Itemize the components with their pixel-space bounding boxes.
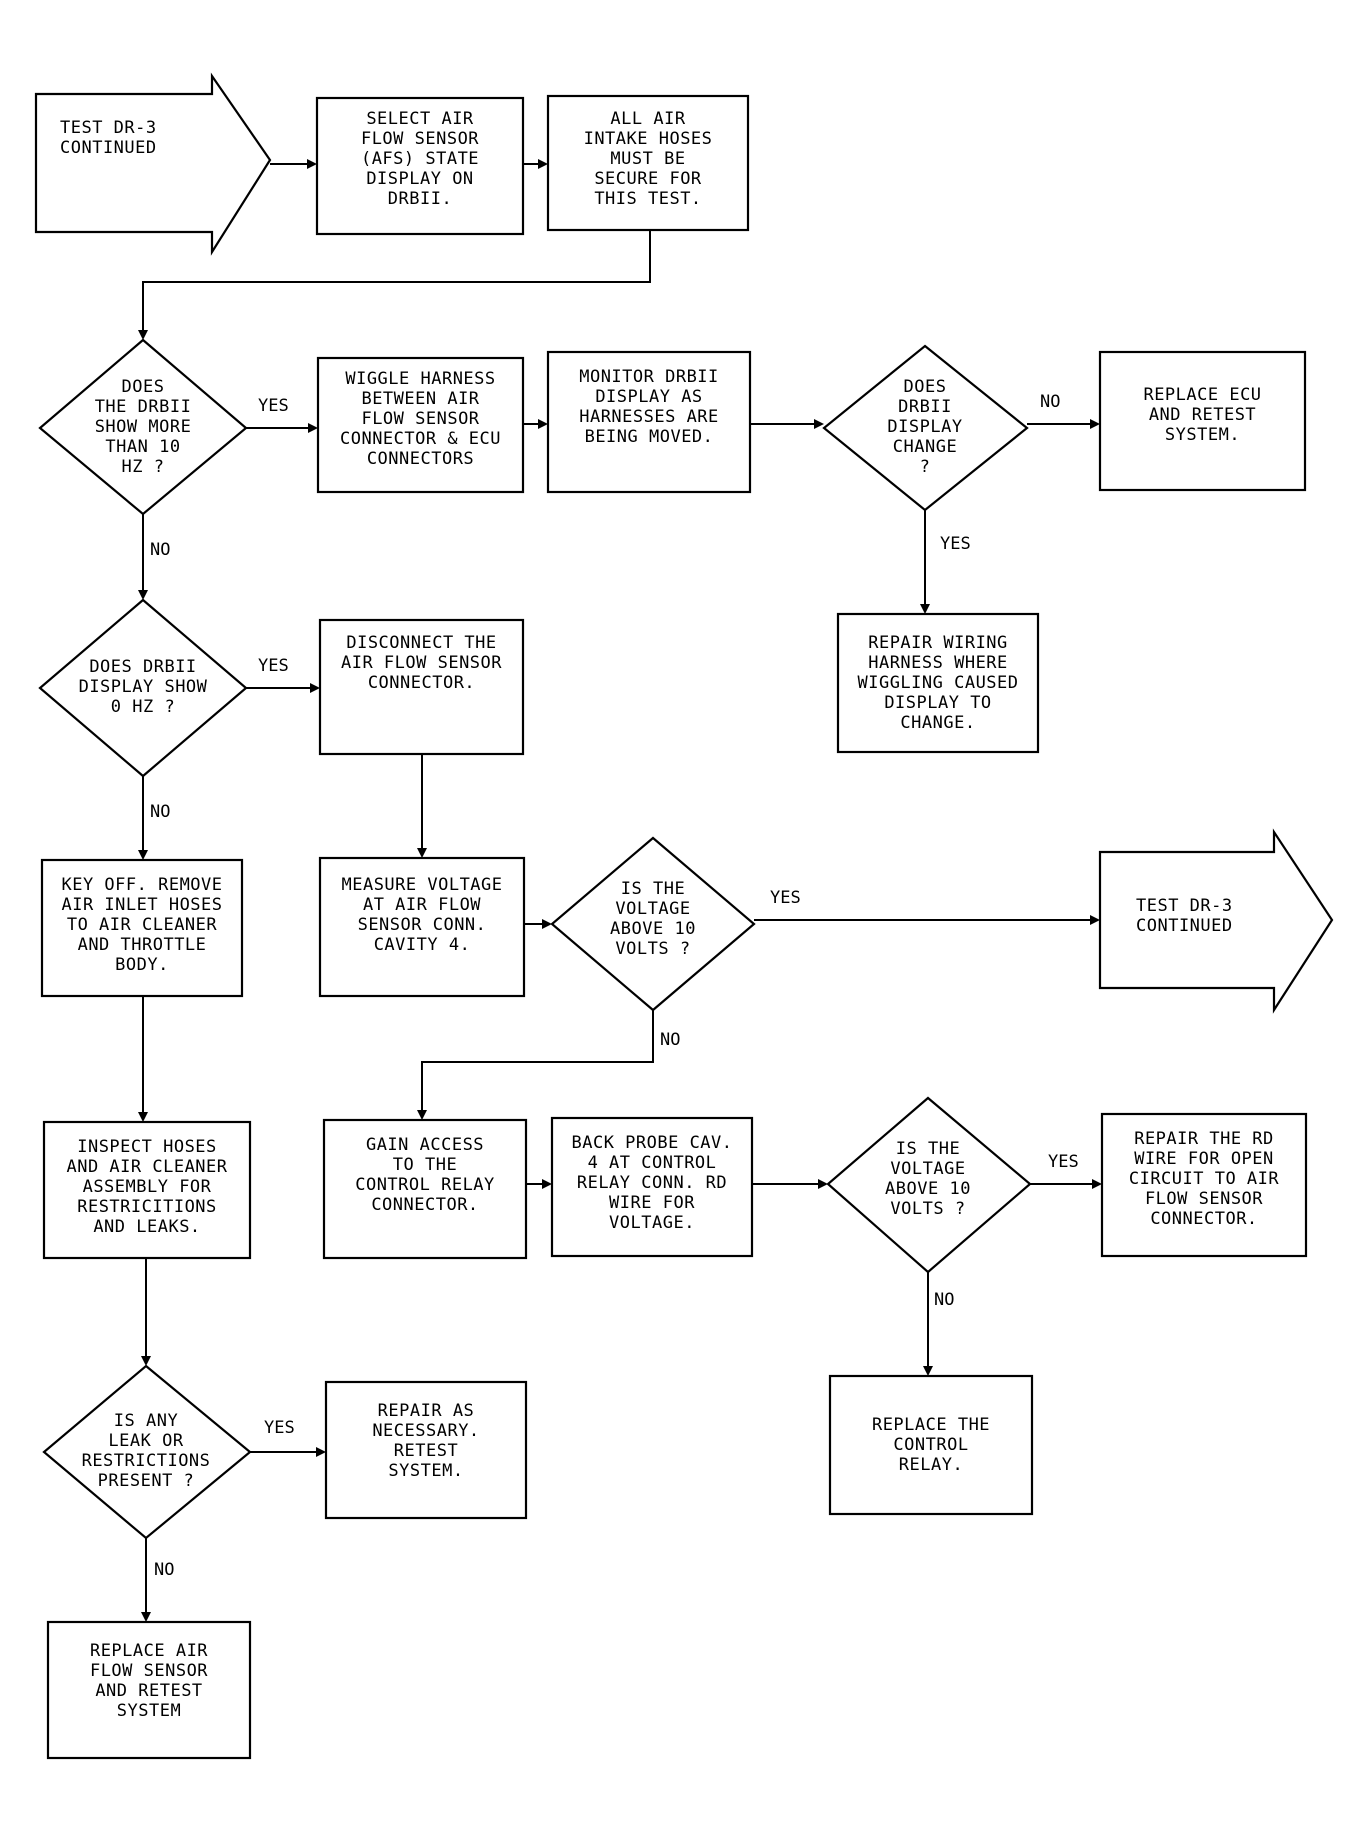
replace-ecu-box: [1098, 350, 1307, 492]
edge-yes-more-10hz: YES: [258, 396, 289, 416]
replace-afs-box: [46, 1620, 252, 1760]
q-display-change-label: DOES DRBII DISPLAY CHANGE ?: [887, 377, 963, 477]
replace-relay-box: [828, 1374, 1034, 1516]
q-voltage-1-label: IS THE VOLTAGE ABOVE 10 VOLTS ?: [610, 879, 696, 959]
gain-access-box: [322, 1118, 528, 1260]
back-probe-box: [550, 1116, 754, 1258]
key-off-box: [40, 858, 244, 998]
edge-no-leak: NO: [154, 1560, 175, 1580]
edge-yes-voltage-1: YES: [770, 888, 801, 908]
measure-voltage-box: [318, 856, 526, 998]
repair-rd-label: REPAIR THE RD WIRE FOR OPEN CIRCUIT TO A…: [1128, 1129, 1280, 1229]
q-more-10hz-label: DOES THE DRBII SHOW MORE THAN 10 HZ ?: [94, 377, 192, 477]
edge-yes-display-change: YES: [940, 534, 971, 554]
edge-no-voltage-2: NO: [934, 1290, 955, 1310]
repair-necessary-label: REPAIR AS NECESSARY. RETEST SYSTEM.: [372, 1401, 480, 1481]
monitor-label: MONITOR DRBII DISPLAY AS HARNESSES ARE B…: [579, 367, 719, 447]
key-off-label: KEY OFF. REMOVE AIR INLET HOSES TO AIR C…: [61, 875, 223, 975]
edge-yes-0hz: YES: [258, 656, 289, 676]
select-afs-label: SELECT AIR FLOW SENSOR (AFS) STATE DISPL…: [360, 109, 480, 209]
connectors: [138, 159, 1102, 1622]
hoses-secure-label: ALL AIR INTAKE HOSES MUST BE SECURE FOR …: [583, 109, 713, 209]
replace-relay-label: REPLACE THE CONTROL RELAY.: [871, 1415, 991, 1475]
edge-no-voltage-1: NO: [660, 1030, 681, 1050]
wiggle-box: [316, 356, 525, 494]
repair-necessary-box: [324, 1380, 528, 1520]
repair-rd-box: [1100, 1112, 1308, 1258]
edge-no-more-10hz: NO: [150, 540, 171, 560]
q-voltage-2-label: IS THE VOLTAGE ABOVE 10 VOLTS ?: [885, 1139, 971, 1219]
continued-right-arrow-shape: [1098, 828, 1334, 1014]
edge-yes-voltage-2: YES: [1048, 1152, 1079, 1172]
disconnect-box: [318, 618, 525, 756]
hoses-secure-box: [546, 94, 750, 232]
repair-wiring-label: REPAIR WIRING HARNESS WHERE WIGGLING CAU…: [857, 633, 1019, 733]
edge-no-display-change: NO: [1040, 392, 1061, 412]
edge-yes-leak: YES: [264, 1418, 295, 1438]
wiggle-label: WIGGLE HARNESS BETWEEN AIR FLOW SENSOR C…: [339, 369, 502, 469]
monitor-box: [546, 350, 752, 494]
continued-right-label: TEST DR-3 CONTINUED: [1136, 896, 1233, 936]
start-label: TEST DR-3 CONTINUED: [60, 118, 157, 158]
inspect-box: [42, 1120, 252, 1260]
repair-wiring-box: [836, 612, 1040, 754]
disconnect-label: DISCONNECT THE AIR FLOW SENSOR CONNECTOR…: [340, 633, 503, 693]
start-arrow-shape: [34, 72, 272, 256]
q-0hz-label: DOES DRBII DISPLAY SHOW 0 HZ ?: [78, 657, 208, 717]
measure-voltage-label: MEASURE VOLTAGE AT AIR FLOW SENSOR CONN.…: [341, 875, 503, 955]
inspect-label: INSPECT HOSES AND AIR CLEANER ASSEMBLY F…: [66, 1137, 228, 1237]
edge-no-0hz: NO: [150, 802, 171, 822]
back-probe-label: BACK PROBE CAV. 4 AT CONTROL RELAY CONN.…: [571, 1133, 733, 1233]
gain-access-label: GAIN ACCESS TO THE CONTROL RELAY CONNECT…: [355, 1135, 495, 1215]
replace-afs-label: REPLACE AIR FLOW SENSOR AND RETEST SYSTE…: [89, 1641, 209, 1721]
replace-ecu-label: REPLACE ECU AND RETEST SYSTEM.: [1143, 385, 1262, 445]
q-leak-label: IS ANY LEAK OR RESTRICTIONS PRESENT ?: [81, 1411, 211, 1491]
select-afs-box: [315, 96, 525, 236]
